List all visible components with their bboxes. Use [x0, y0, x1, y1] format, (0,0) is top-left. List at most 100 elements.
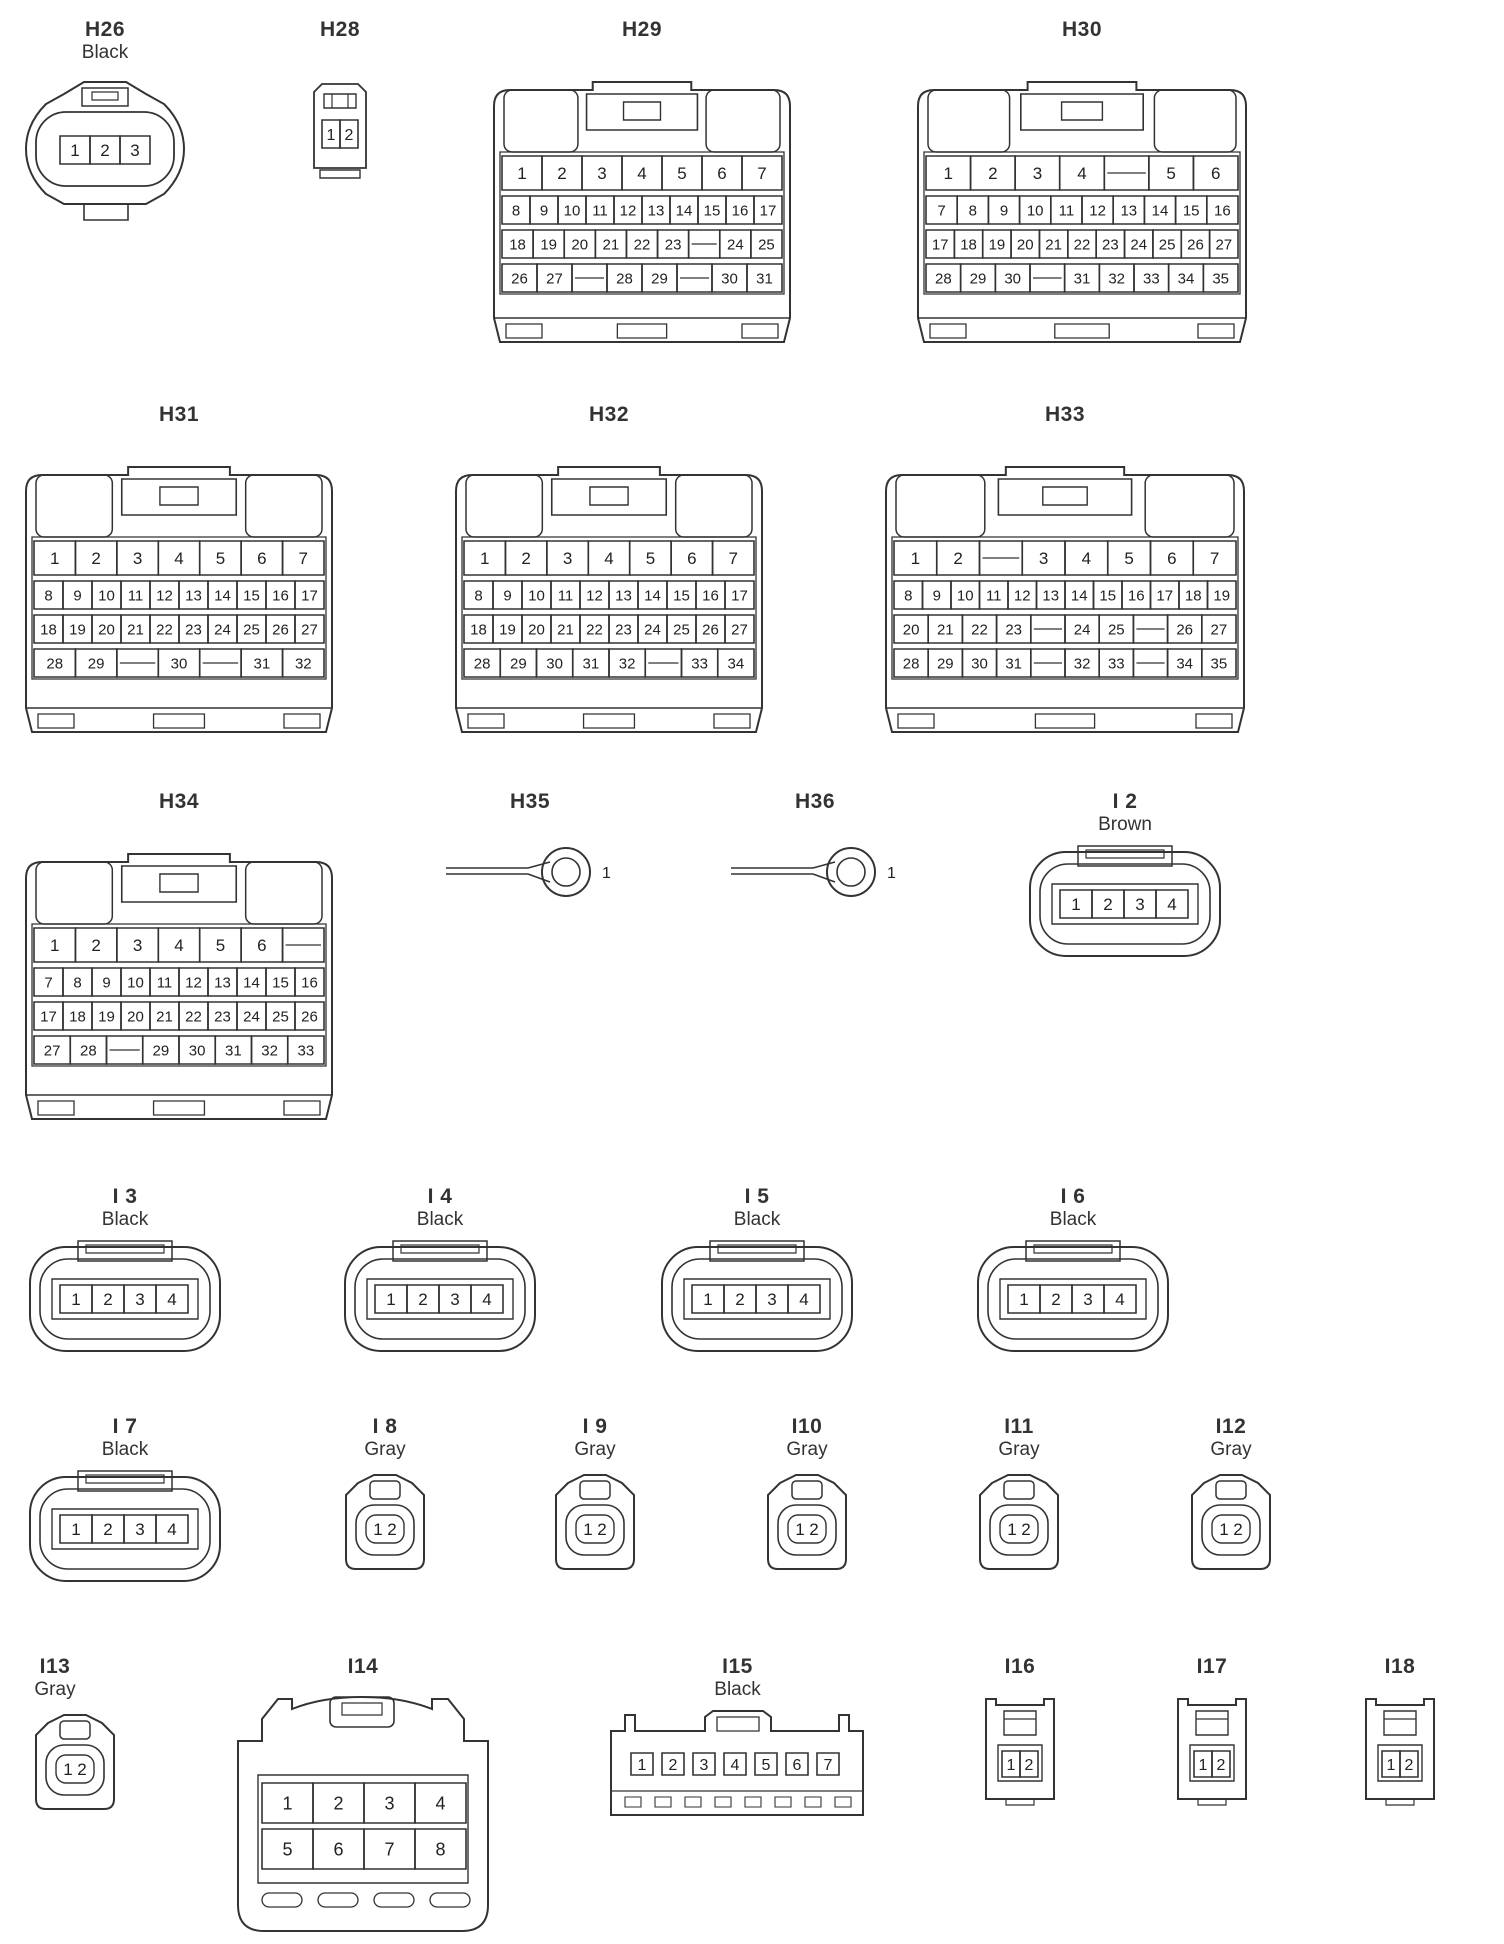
- pin-number: 20: [571, 236, 588, 253]
- pin-number: 3: [130, 141, 139, 160]
- pin-cell: 20: [92, 615, 121, 643]
- pin-cell: 1: [1002, 1751, 1020, 1777]
- pin-cell: 16: [726, 196, 754, 224]
- pin-number: 31: [583, 655, 600, 672]
- pin-cell: 15: [1176, 196, 1207, 224]
- pin-number: 9: [1000, 202, 1008, 219]
- pin-number: 30: [189, 1042, 206, 1059]
- pin-number: 3: [700, 1757, 709, 1774]
- pin-number: 1: [50, 936, 59, 955]
- pin-cell: 3: [1022, 541, 1065, 575]
- pin-number: 2: [953, 549, 962, 568]
- pin-number: 1: [71, 1290, 80, 1309]
- pin-number: 3: [384, 1793, 394, 1813]
- pin-box: [631, 1753, 653, 1775]
- pin-cell: 17: [34, 1002, 63, 1030]
- pin-cell: 20: [1011, 230, 1039, 258]
- connector-color-label: Black: [416, 1209, 464, 1230]
- pin-number: 29: [88, 655, 105, 672]
- pin-cell: 5: [1149, 156, 1194, 190]
- pin-cell: 27: [1202, 615, 1236, 643]
- pin-cell: 21: [595, 230, 626, 258]
- pin-box: [788, 1285, 820, 1313]
- pin-cell: 18: [954, 230, 982, 258]
- pin-cell: 25: [1153, 230, 1181, 258]
- pin-number: 20: [1017, 236, 1034, 253]
- pin-number: 25: [1108, 621, 1125, 638]
- pin-cell: 10: [951, 581, 980, 609]
- pin-number: 4: [167, 1290, 176, 1309]
- pin-number: 2: [387, 1520, 396, 1539]
- pin-number: 25: [243, 621, 260, 638]
- pin-number: 14: [243, 974, 260, 991]
- pin-number: 30: [546, 655, 563, 672]
- pin-number: 2: [669, 1757, 678, 1774]
- pin-cell: 9: [493, 581, 522, 609]
- connector-color-label: Black: [101, 1209, 149, 1230]
- pin-cell: 9: [923, 581, 952, 609]
- pin-cell: [283, 928, 324, 962]
- connector-id-label: I 2: [1112, 790, 1138, 813]
- pin-number: 2: [988, 164, 997, 183]
- pin-number: 1: [1007, 1757, 1016, 1774]
- pin-number: 30: [721, 270, 738, 287]
- connector-id-label: I12: [1215, 1415, 1247, 1438]
- pin-number: 2: [103, 1520, 112, 1539]
- pin-cell: 31: [241, 649, 282, 677]
- pin-number: 26: [272, 621, 289, 638]
- pin-cell: 3: [124, 1515, 156, 1543]
- pin-cell: 27: [295, 615, 324, 643]
- pin-number: 29: [970, 270, 987, 287]
- pin-cell: 9: [988, 196, 1019, 224]
- pin-cell: 14: [1065, 581, 1094, 609]
- pin-number: 1: [887, 865, 896, 882]
- pin-cell: 14: [237, 968, 266, 996]
- pin-number: 12: [620, 202, 637, 219]
- pin-number: 1: [63, 1760, 72, 1779]
- pin-cell: 8: [464, 581, 493, 609]
- pin-number: 19: [69, 621, 86, 638]
- pin-box: [724, 1753, 746, 1775]
- connector-id-label: H36: [794, 790, 836, 813]
- pin-number: 1: [327, 127, 336, 144]
- pin-number: 3: [135, 1520, 144, 1539]
- pin-cell: 2: [92, 1515, 124, 1543]
- pin-number: 5: [216, 549, 225, 568]
- pin-number: 15: [704, 202, 721, 219]
- pin-number: 31: [1074, 270, 1091, 287]
- pin-cell: 30: [537, 649, 573, 677]
- pin-number: 23: [665, 236, 682, 253]
- pin-cell: 3: [120, 136, 150, 164]
- pin-cell: 17: [725, 581, 754, 609]
- pin-number: 31: [756, 270, 773, 287]
- pin-cell: 5: [262, 1829, 313, 1869]
- pin-box: [747, 264, 782, 292]
- pin-cell: 21: [928, 615, 962, 643]
- connector-id-label: I17: [1196, 1655, 1228, 1678]
- pin-number: 2: [1217, 1757, 1226, 1774]
- pin-number: 25: [758, 236, 775, 253]
- connector-color-label: Gray: [574, 1439, 616, 1460]
- pin-box: [817, 1753, 839, 1775]
- pin-number: 3: [563, 549, 572, 568]
- pin-number: 32: [1074, 655, 1091, 672]
- pin-cell: 15: [667, 581, 696, 609]
- pin-cell: 19: [63, 615, 92, 643]
- pin-cell: 10: [522, 581, 551, 609]
- pin-box: [288, 1036, 324, 1064]
- pin-cell: 6: [241, 928, 282, 962]
- pin-number: 4: [167, 1520, 176, 1539]
- pin-number: 5: [646, 549, 655, 568]
- pin-cell: 1: [692, 1285, 724, 1313]
- pin-number: 27: [44, 1042, 61, 1059]
- pin-number: 18: [1185, 587, 1202, 604]
- pin-cell: 4: [788, 1285, 820, 1313]
